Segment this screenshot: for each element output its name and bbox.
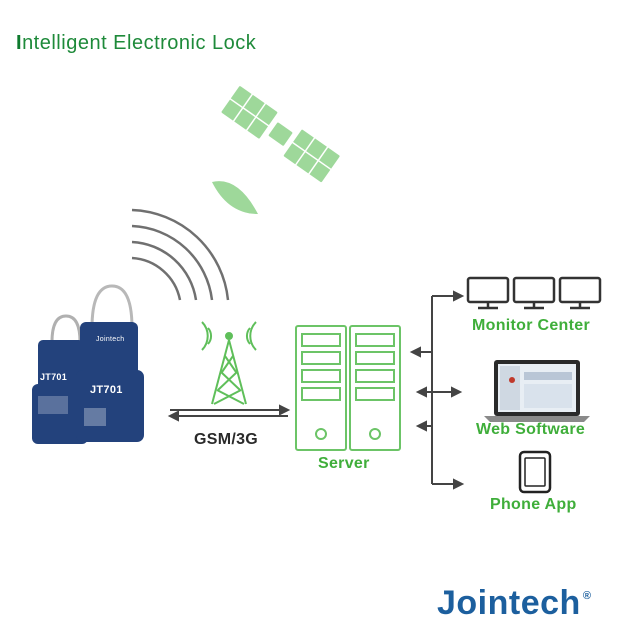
phone-app-label: Phone App [490,496,577,513]
phone-icon [518,450,552,494]
brand-reg: ® [582,590,592,602]
lock-device-front [76,284,144,442]
page-title: Intelligent Electronic Lock [16,32,256,55]
lock-device-back [32,314,88,444]
gsm-link-arrows [167,404,291,422]
laptop-icon [484,360,590,422]
signal-waves-icon [131,208,230,301]
satellite-icon [212,84,342,214]
monitor-center-label: Monitor Center [472,317,590,334]
title-rest: ntelligent Electronic Lock [22,32,257,54]
monitor-icons [466,276,602,310]
device-model-b: JT701 [90,384,123,396]
brand-name: Jointech [437,584,581,622]
web-software-label: Web Software [476,421,586,438]
cell-tower-icon [201,321,257,405]
client-arrows [409,290,465,490]
brand-logo: Jointech® [437,584,591,623]
server-icon [295,325,401,451]
title-lead: I [16,32,23,54]
device-brand-small: Jointech [96,336,125,343]
network-label: GSM/3G [194,431,259,448]
device-model-a: JT701 [40,372,68,382]
server-label: Server [318,455,370,472]
